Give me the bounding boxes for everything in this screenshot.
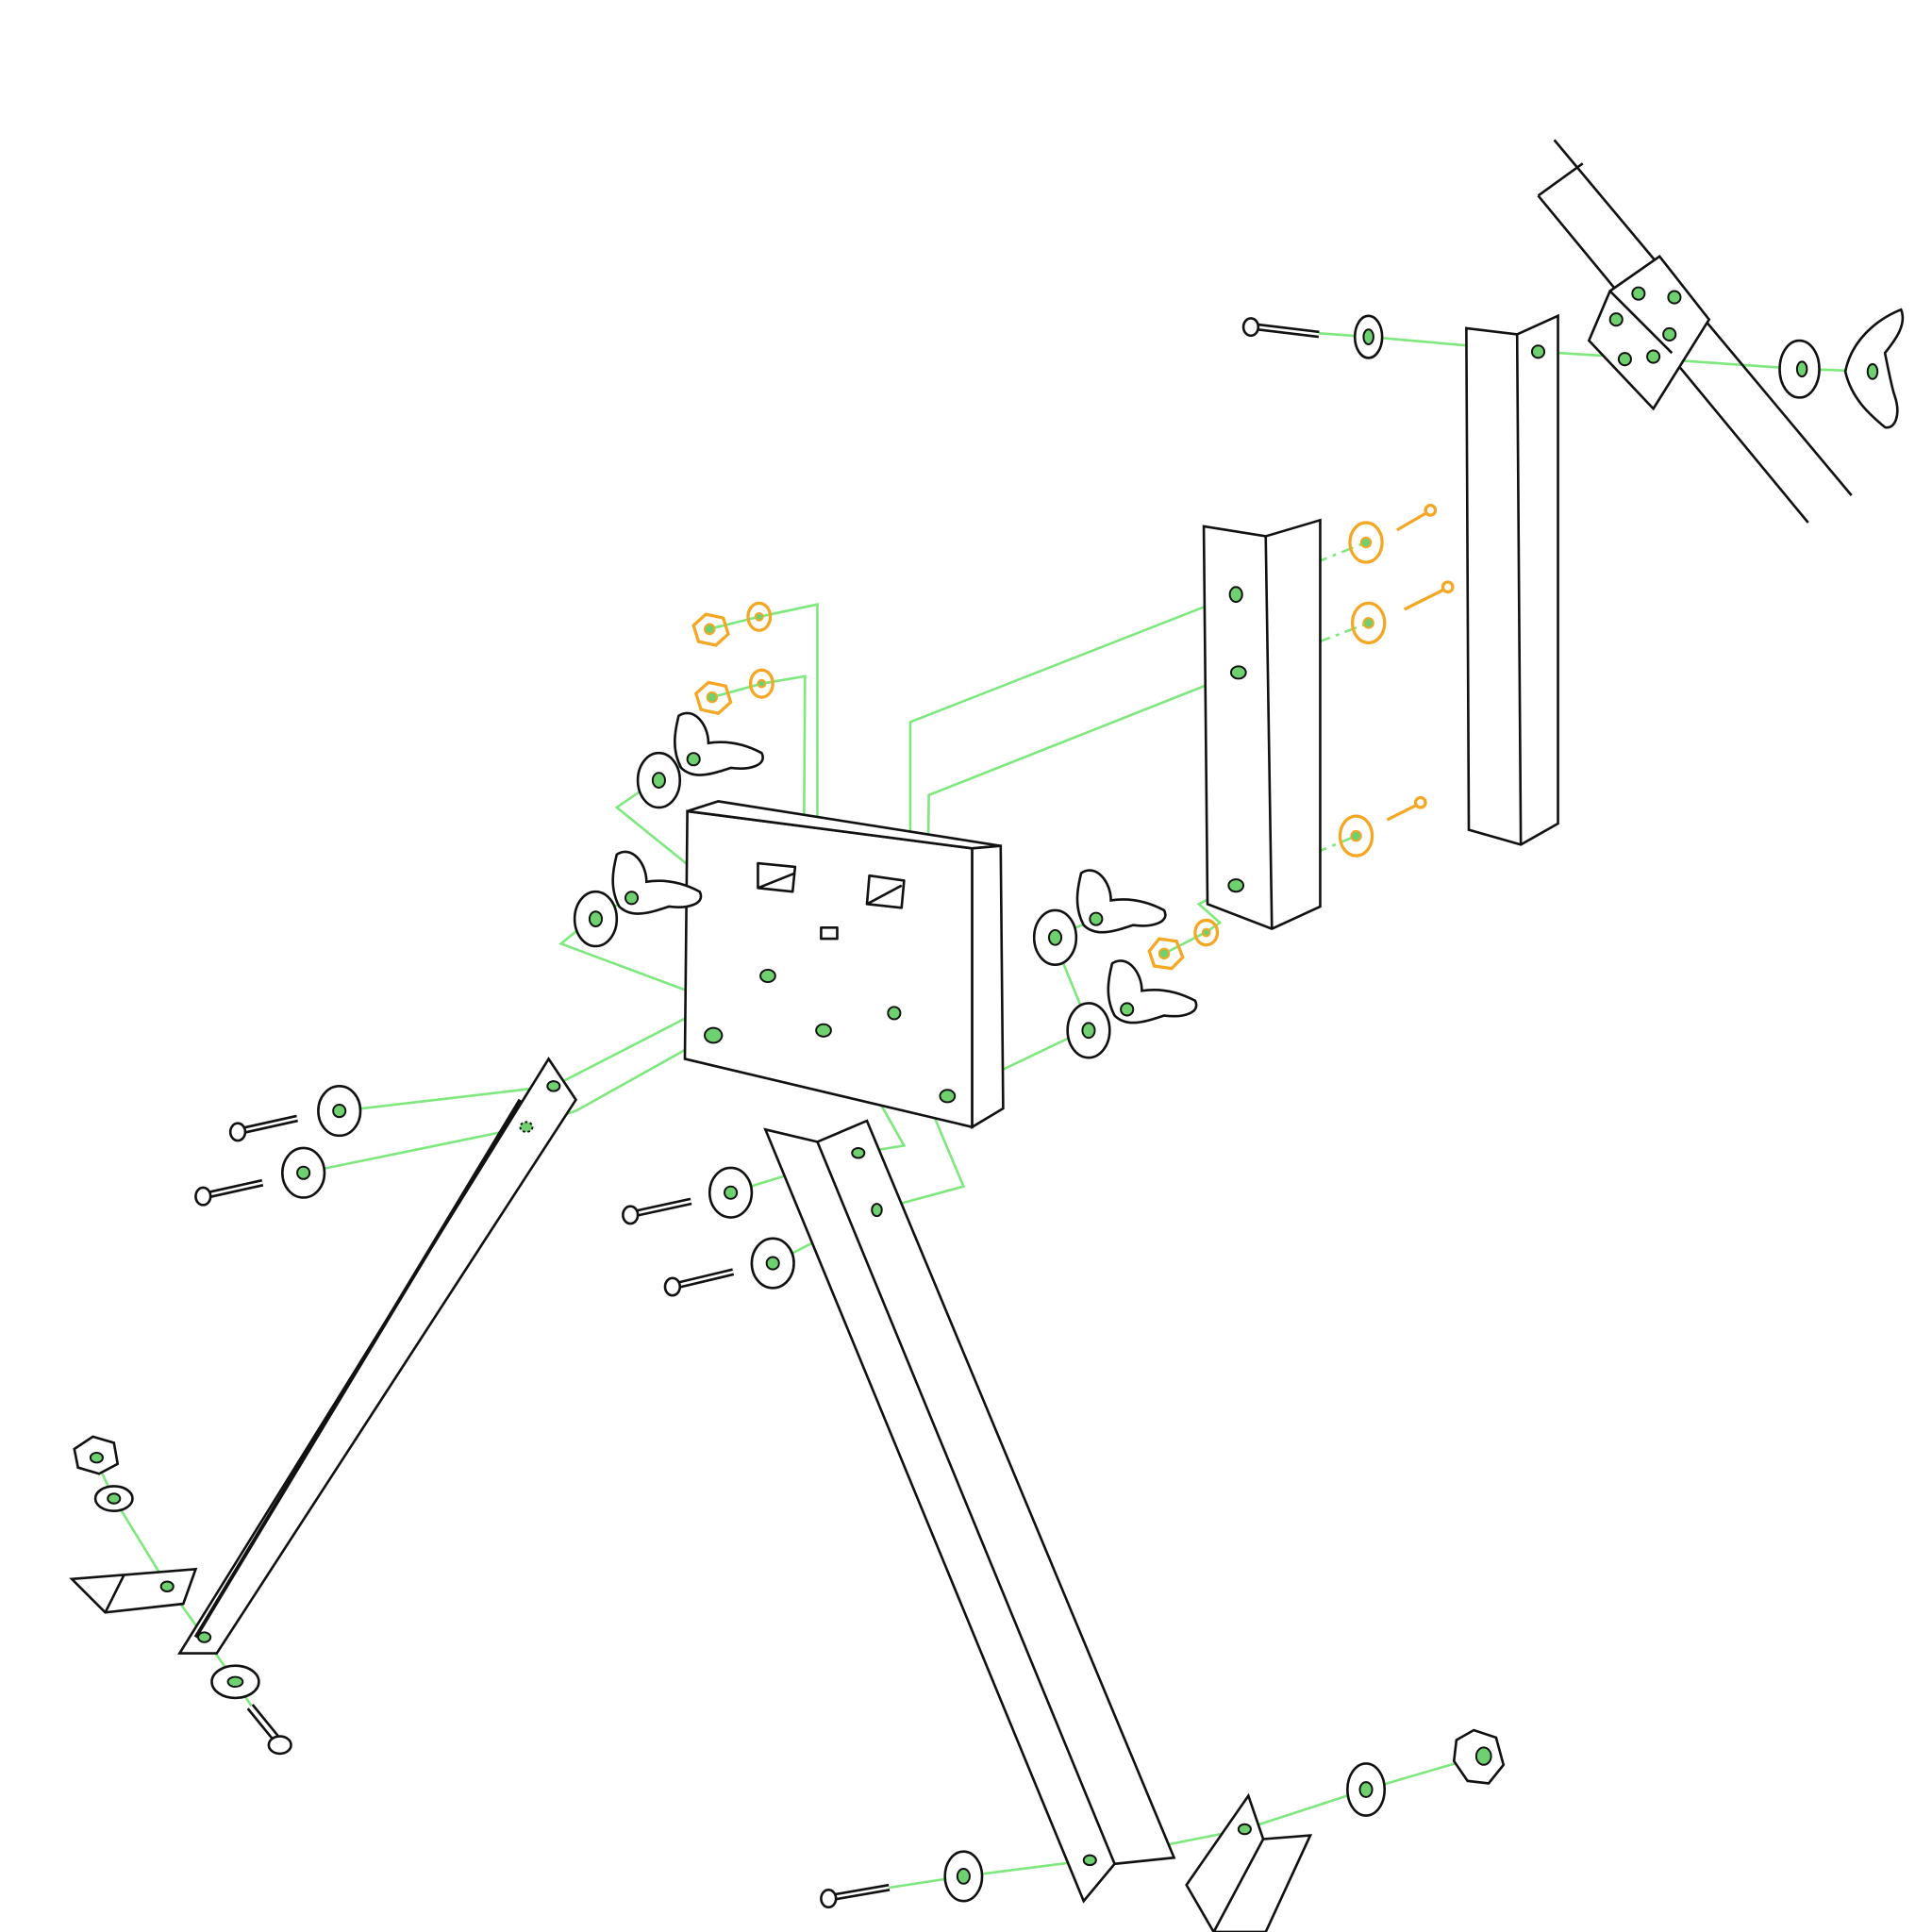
mounting-plate (683, 800, 1005, 1129)
wing-nut-icon (674, 711, 764, 776)
bolt-icon (663, 1268, 735, 1297)
hex-nuts (73, 1435, 1506, 1785)
washer-icon (210, 1664, 260, 1700)
washer-icon (573, 890, 619, 948)
wing-nuts (611, 308, 1905, 1024)
wing-nut-icon (1107, 959, 1198, 1024)
washer-icon (636, 751, 682, 809)
washer-icon (1193, 918, 1220, 947)
corner-bracket-left (69, 1567, 198, 1614)
washer-icon (1778, 339, 1821, 399)
washer-icon (708, 1166, 754, 1219)
bolt-icon (228, 1114, 298, 1142)
washer-icon (748, 668, 774, 699)
bolt-icon (820, 1883, 891, 1909)
bolt-icon (194, 1178, 264, 1207)
hex-nut-icon (73, 1435, 120, 1475)
washer-icon (1348, 521, 1384, 564)
washer-icon (1032, 908, 1078, 966)
hex-nut-icon (693, 680, 733, 715)
bolt-icon (1241, 317, 1320, 339)
washer-icon (317, 1085, 362, 1138)
washer-icon (1338, 814, 1374, 858)
washer-icon (750, 1237, 795, 1290)
diagonal-bar-with-gusset (1537, 139, 1853, 524)
bolt-icon (1396, 503, 1438, 532)
washer-icon (1066, 1002, 1111, 1059)
washer-icon (1353, 314, 1384, 359)
hex-nut-icon (691, 612, 730, 647)
hex-nut-icon (1452, 1728, 1506, 1785)
highlighted-hardware (691, 503, 1455, 971)
left-angle-bar (176, 1057, 578, 1655)
bolt-icon (246, 1704, 292, 1756)
middle-angle-bar (763, 1119, 1176, 1904)
washers (93, 314, 1821, 1903)
washer-icon (93, 1485, 134, 1512)
washer-icon (1346, 1762, 1387, 1817)
washer-icon (1350, 601, 1387, 644)
bolt-icon (1386, 795, 1427, 822)
bolt-icon (622, 1197, 692, 1225)
washer-icon (943, 1850, 984, 1903)
wing-nut-icon (1843, 308, 1905, 429)
corner-bracket-bottom (1185, 1792, 1313, 1932)
bolts (194, 317, 1320, 1909)
vertical-angle-post-1 (1202, 518, 1322, 931)
washer-icon (281, 1146, 326, 1199)
bolt-icon (1404, 580, 1455, 611)
vertical-angle-post-2 (1465, 313, 1559, 846)
washer-icon (746, 601, 773, 632)
hex-nut-icon (1147, 937, 1185, 971)
wing-nut-icon (1075, 869, 1167, 934)
wing-nut-icon (611, 850, 703, 915)
